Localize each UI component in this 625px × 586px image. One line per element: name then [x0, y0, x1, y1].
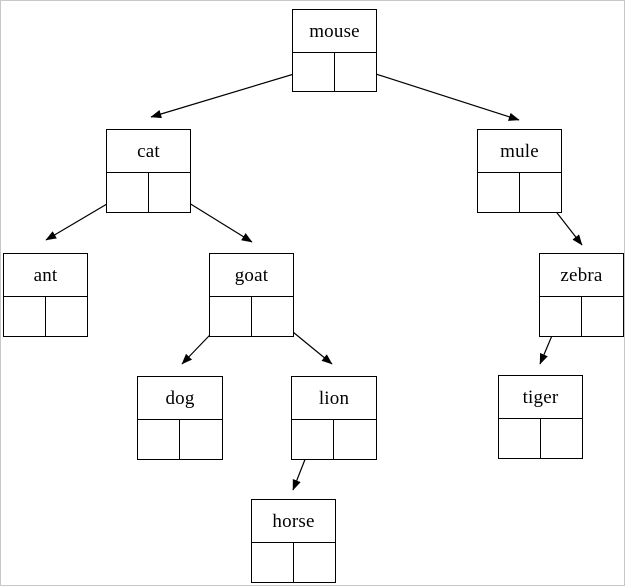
tree-node-pointer-cells: [292, 419, 376, 459]
tree-node-label: tiger: [522, 386, 559, 408]
tree-edge-mouse-to-cat: [150, 67, 315, 119]
tree-node-cat[interactable]: cat: [106, 129, 191, 213]
tree-node-pointer-cells: [107, 172, 190, 212]
right-pointer-cell: [149, 173, 191, 212]
tree-node-pointer-cells: [478, 172, 561, 212]
tree-node-pointer-cells: [138, 419, 222, 459]
tree-node-label: goat: [234, 264, 269, 286]
tree-node-label: mule: [500, 140, 539, 162]
right-pointer-cell: [180, 420, 222, 459]
left-pointer-cell: [210, 297, 252, 336]
left-pointer-cell: [107, 173, 149, 212]
tree-node-pointer-cells: [540, 296, 623, 336]
tree-node-dog[interactable]: dog: [137, 376, 223, 460]
left-pointer-cell: [540, 297, 582, 336]
right-pointer-cell: [252, 297, 294, 336]
right-pointer-cell: [541, 419, 583, 458]
tree-node-horse[interactable]: horse: [251, 499, 336, 583]
tree-node-label: mouse: [309, 20, 360, 42]
tree-edge-mouse-to-mule: [353, 66, 520, 121]
right-pointer-cell: [520, 173, 562, 212]
tree-node-goat[interactable]: goat: [209, 253, 294, 337]
tree-node-label: lion: [318, 387, 350, 409]
tree-node-pointer-cells: [210, 296, 293, 336]
right-pointer-cell: [335, 53, 377, 91]
left-pointer-cell: [138, 420, 180, 459]
right-pointer-cell: [334, 420, 376, 459]
tree-node-tiger[interactable]: tiger: [498, 375, 583, 459]
tree-node-mule[interactable]: mule: [477, 129, 562, 213]
tree-node-label: cat: [137, 140, 160, 162]
tree-node-label: zebra: [560, 264, 603, 286]
tree-node-pointer-cells: [252, 542, 335, 582]
tree-node-label: ant: [33, 264, 58, 286]
tree-node-zebra[interactable]: zebra: [539, 253, 624, 337]
tree-node-label: dog: [165, 387, 195, 409]
tree-node-pointer-cells: [499, 418, 582, 458]
tree-node-lion[interactable]: lion: [291, 376, 377, 460]
right-pointer-cell: [582, 297, 624, 336]
tree-node-ant[interactable]: ant: [3, 253, 88, 337]
left-pointer-cell: [4, 297, 46, 336]
right-pointer-cell: [46, 297, 88, 336]
left-pointer-cell: [292, 420, 334, 459]
left-pointer-cell: [252, 543, 294, 582]
tree-node-pointer-cells: [293, 52, 376, 91]
right-pointer-cell: [294, 543, 336, 582]
tree-node-label: horse: [272, 510, 315, 532]
left-pointer-cell: [293, 53, 335, 91]
left-pointer-cell: [499, 419, 541, 458]
tree-node-pointer-cells: [4, 296, 87, 336]
tree-node-mouse[interactable]: mouse: [292, 9, 377, 92]
left-pointer-cell: [478, 173, 520, 212]
